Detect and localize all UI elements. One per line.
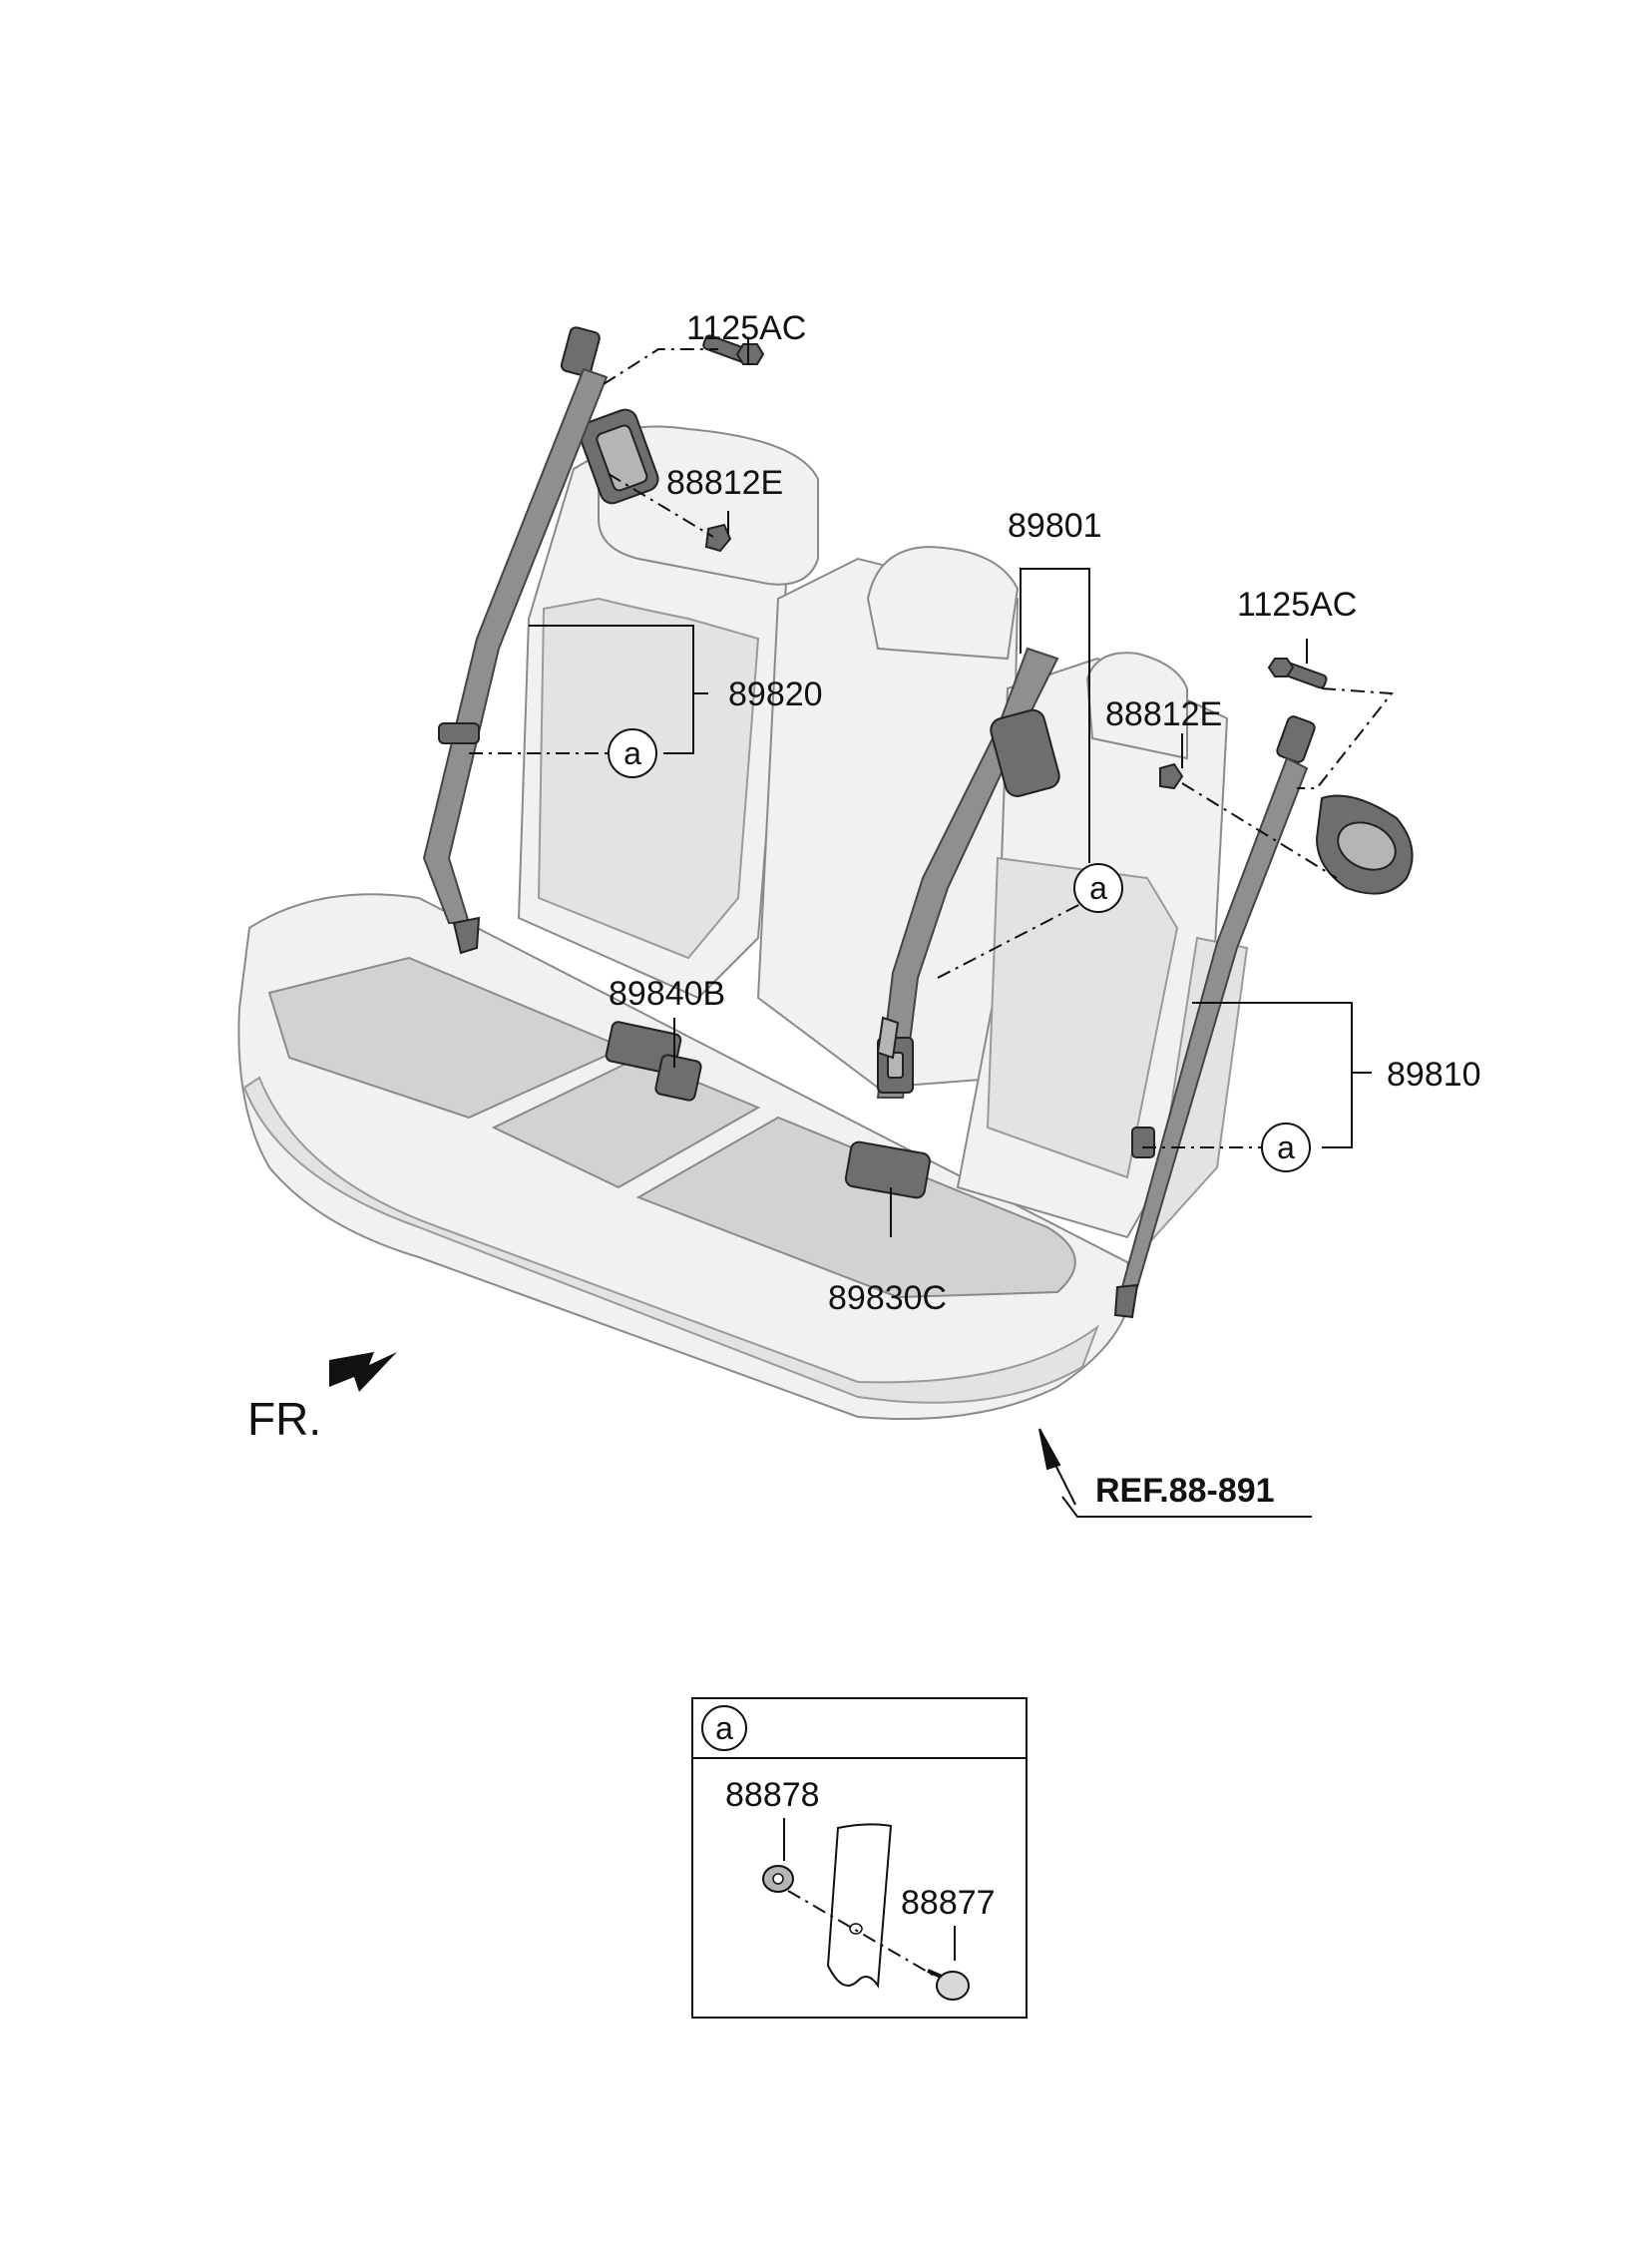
front-indicator-label: FR. — [247, 1393, 321, 1445]
label-89810: 89810 — [1387, 1056, 1481, 1094]
label-89840b: 89840B — [609, 975, 725, 1013]
bolt-icon — [704, 523, 732, 553]
svg-text:a: a — [623, 735, 641, 771]
detail-box-a: a 88878 88877 — [691, 1697, 1028, 2019]
label-89830c: 89830C — [828, 1279, 947, 1317]
label-88812e-left: 88812E — [666, 464, 783, 502]
bolt-icon — [927, 1969, 970, 2001]
left-center-buckle — [605, 1021, 702, 1102]
label-1125ac-right: 1125AC — [1237, 586, 1357, 624]
leader-lines — [469, 339, 1394, 1518]
bolt-icon — [702, 334, 765, 365]
label-89820: 89820 — [728, 676, 823, 713]
label-89801: 89801 — [1008, 507, 1102, 545]
bolt-icon — [1267, 658, 1328, 689]
callout-a-right: a — [1261, 1123, 1311, 1172]
label-88877: 88877 — [901, 1884, 996, 1922]
svg-text:a: a — [1277, 1129, 1295, 1165]
detail-box-header: a — [715, 1710, 733, 1746]
label-88878: 88878 — [725, 1776, 820, 1814]
label-1125ac-left: 1125AC — [686, 309, 806, 347]
bolt-icon — [1159, 762, 1184, 790]
label-reference: REF.88-891 — [1095, 1472, 1275, 1510]
callout-a-center: a — [1073, 863, 1123, 913]
callout-a-left: a — [608, 728, 657, 778]
center-seat-belt-assembly — [844, 647, 1060, 1199]
rear-seat-illustration — [237, 425, 1249, 1420]
label-88812e-right: 88812E — [1105, 695, 1222, 733]
front-direction-arrow-icon — [329, 1352, 397, 1392]
nut-icon — [762, 1865, 794, 1893]
left-seat-belt-assembly — [422, 326, 659, 955]
svg-text:a: a — [1089, 870, 1107, 906]
